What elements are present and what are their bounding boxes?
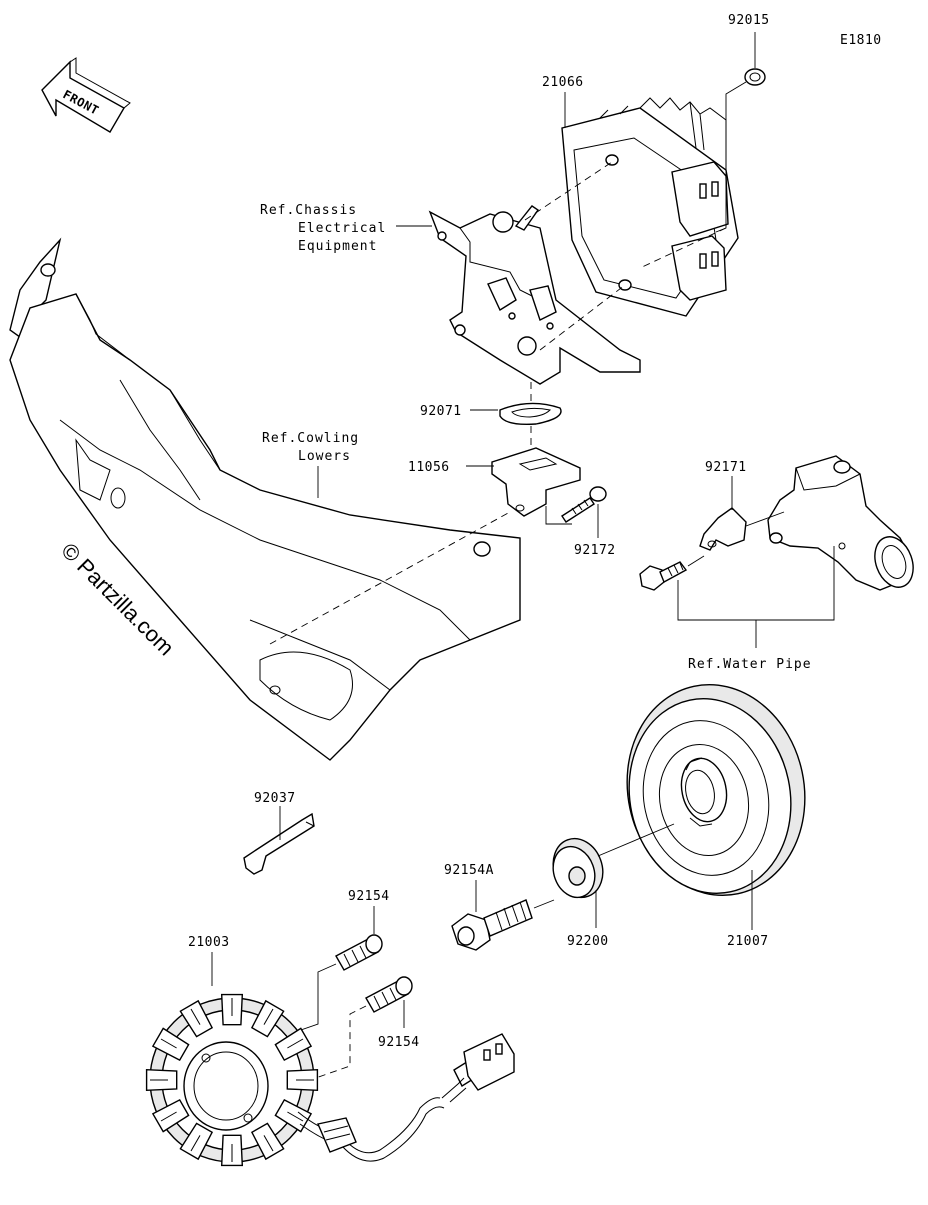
callout-92200: 92200 [567,934,609,949]
cowling-lowers [9,237,521,761]
grommet-92071 [499,402,562,426]
clamp-92037 [243,812,315,875]
callout-92071: 92071 [420,404,462,419]
washer-92200 [552,837,604,899]
rotor-21007 [626,684,806,896]
callout-92154A: 92154A [444,863,494,878]
ref-water-pipe: Ref.Water Pipe [688,657,812,672]
wiring-harness [297,1033,515,1162]
diagram-code: E1810 [840,33,882,48]
callout-92172: 92172 [574,543,616,558]
bolt-92154A [451,899,533,951]
bolt-water-pipe [639,561,688,591]
callout-92154-upper: 92154 [348,889,390,904]
callout-11056: 11056 [408,460,450,475]
regulator-rectifier [561,97,739,317]
callout-21003: 21003 [188,935,230,950]
svg-text:Ref.Chassis: Ref.Chassis [260,203,357,218]
water-pipe [767,455,914,591]
callout-21066: 21066 [542,75,584,90]
ref-cowling-text: Ref.Cowling Lowers [262,431,359,464]
svg-text:Equipment: Equipment [298,239,377,254]
callout-92015: 92015 [728,13,770,28]
callout-92154-lower: 92154 [378,1035,420,1050]
clamp-92171 [699,507,747,551]
svg-text:Lowers: Lowers [298,449,351,464]
callout-92171: 92171 [705,460,747,475]
ref-chassis-text: Ref.Chassis Electrical Equipment [260,203,386,254]
callout-21007: 21007 [727,934,769,949]
nut-92015 [744,68,766,86]
callout-92037: 92037 [254,791,296,806]
stator-21003 [145,993,319,1167]
svg-text:Ref.Cowling: Ref.Cowling [262,431,359,446]
bracket-11056 [491,447,581,517]
front-arrow-icon: FRONT [41,57,131,133]
chassis-bracket [428,205,641,385]
bolt-92154-lower [365,976,413,1013]
screw-92172 [561,486,607,523]
bolt-92154-upper [335,934,383,971]
svg-text:Electrical: Electrical [298,221,386,236]
